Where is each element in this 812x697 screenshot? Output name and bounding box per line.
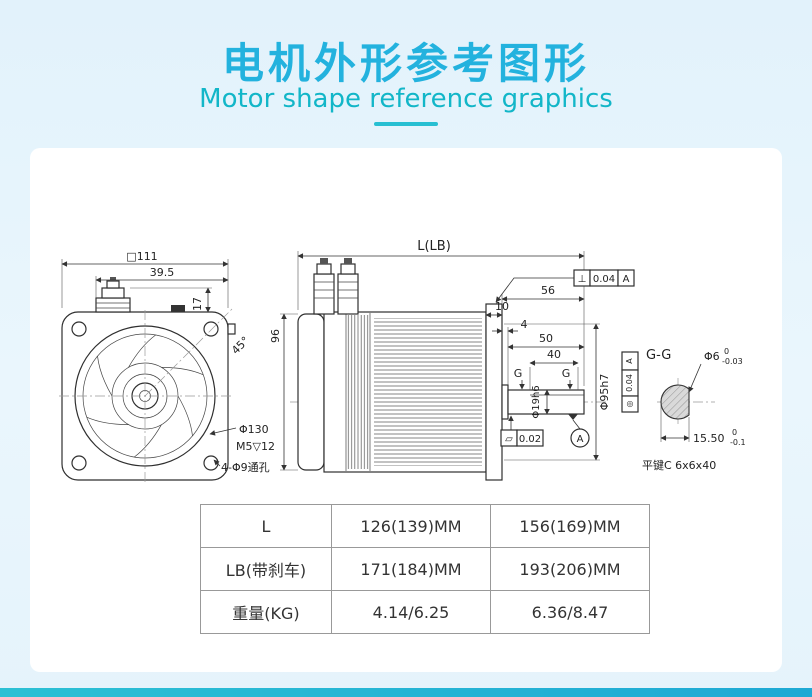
tol-flat-symbol: ▱	[505, 434, 513, 445]
tolerance-frame-perpendicularity: ⊥ 0.04 A	[495, 269, 635, 303]
tol-conc-symbol: ◎	[625, 400, 634, 407]
dim-39-5: 39.5	[150, 266, 175, 279]
dim-key-width: Φ6	[704, 350, 720, 363]
section-view: G-G Φ6 0 -0.03 15.50 0 -0.1 平键C 6x6x40	[642, 347, 746, 472]
table-row: 重量(KG) 4.14/6.25 6.36/8.47	[200, 590, 650, 634]
drawing-card: □111 39.5 17 45° Φ130 M5▽12 4-Φ9通孔	[30, 148, 782, 672]
spec-table: L 126(139)MM 156(169)MM LB(带刹车) 171(184)…	[200, 504, 650, 634]
dim-across-flat: 15.50	[693, 432, 725, 445]
dim-50: 50	[539, 332, 553, 345]
front-dimensions: □111 39.5 17 45° Φ130 M5▽12 4-Φ9通孔	[61, 250, 275, 474]
dim-shaft-dia: Φ19h6	[531, 385, 542, 418]
pilot-boss	[501, 384, 509, 420]
row-value: 126(139)MM	[331, 504, 491, 548]
front-connector	[95, 277, 131, 313]
cooling-fins	[374, 318, 482, 466]
dim-4: 4	[521, 318, 528, 331]
datum-a-balloon: A	[568, 414, 590, 448]
row-value: 193(206)MM	[490, 547, 650, 591]
dim-56: 56	[541, 284, 555, 297]
side-connectors	[313, 258, 359, 315]
title-underline	[374, 122, 438, 126]
dim-total-length: L(LB)	[417, 239, 451, 254]
row-label: 重量(KG)	[200, 590, 332, 634]
row-value: 4.14/6.25	[331, 590, 491, 634]
table-row: LB(带刹车) 171(184)MM 193(206)MM	[200, 547, 650, 591]
footer-accent-bar	[0, 688, 812, 697]
dim-45deg: 45°	[229, 334, 252, 357]
row-label: LB(带刹车)	[200, 547, 332, 591]
dim-square-111: □111	[126, 250, 157, 263]
dim-m5-depth: M5▽12	[236, 440, 275, 453]
flat-tol-upper: 0	[732, 428, 737, 437]
page-title-en: Motor shape reference graphics	[199, 84, 613, 114]
dim-pilot-dia: Φ95h7	[598, 374, 611, 411]
section-mark-g1: G	[514, 367, 523, 380]
key-width-tol-lower: -0.03	[722, 357, 743, 366]
section-mark-g2: G	[562, 367, 571, 380]
side-dimensions: L(LB) 96 56 10 4 50	[269, 239, 611, 471]
mounting-flange	[485, 303, 503, 481]
tol-perp-datum: A	[623, 274, 630, 285]
flange-tab	[171, 305, 185, 312]
row-label: L	[200, 504, 332, 548]
tol-flat-value: 0.02	[519, 434, 541, 445]
dim-10: 10	[495, 300, 509, 313]
table-row: L 126(139)MM 156(169)MM	[200, 504, 650, 548]
dim-4-holes: 4-Φ9通孔	[221, 461, 270, 474]
front-view: □111 39.5 17 45° Φ130 M5▽12 4-Φ9通孔	[59, 250, 275, 484]
datum-a-label: A	[577, 434, 584, 445]
section-label: G-G	[646, 348, 671, 363]
dim-17: 17	[191, 297, 204, 311]
side-tab	[227, 323, 236, 335]
tol-conc-value: 0.04	[625, 374, 634, 392]
tol-conc-datum: A	[625, 358, 634, 364]
tolerance-frame-concentricity: A 0.04 ◎	[621, 351, 639, 413]
side-view: L(LB) 96 56 10 4 50	[269, 239, 639, 481]
dim-96: 96	[269, 329, 282, 343]
dim-40: 40	[547, 348, 561, 361]
tolerance-frame-flatness: ▱ 0.02	[500, 415, 544, 447]
front-centerlines	[59, 307, 234, 484]
key-note: 平键C 6x6x40	[642, 458, 716, 472]
rear-cap	[297, 313, 325, 471]
row-value: 171(184)MM	[331, 547, 491, 591]
row-value: 6.36/8.47	[490, 590, 650, 634]
dim-phi130: Φ130	[239, 423, 269, 436]
tol-perp-symbol: ⊥	[578, 274, 587, 285]
row-value: 156(169)MM	[490, 504, 650, 548]
flat-tol-lower: -0.1	[730, 438, 746, 447]
key-width-tol-upper: 0	[724, 347, 729, 356]
shaft	[507, 389, 585, 415]
page-title-zh: 电机外形参考图形	[221, 39, 590, 88]
mounting-holes	[71, 321, 219, 471]
tol-perp-value: 0.04	[593, 274, 615, 285]
motor-drawing: □111 39.5 17 45° Φ130 M5▽12 4-Φ9通孔	[59, 239, 746, 484]
rib-band	[346, 315, 370, 469]
